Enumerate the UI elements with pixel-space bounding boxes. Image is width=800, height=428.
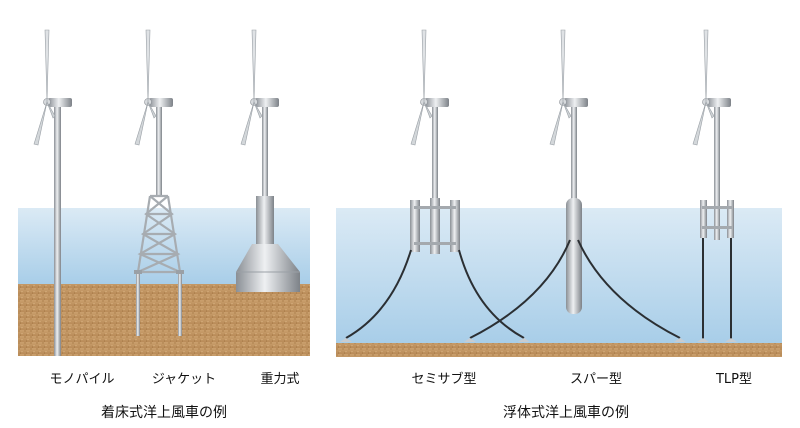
spar-column — [566, 198, 582, 314]
label-jacket: ジャケット — [151, 372, 217, 387]
spar-turbine — [464, 29, 686, 342]
floating-seabed — [336, 343, 782, 357]
tlp-turbine — [692, 29, 737, 342]
jacket-tower — [156, 102, 162, 196]
fixed-seabed — [18, 284, 310, 356]
gravity-base — [236, 244, 300, 292]
label-semisub: セミサブ型 — [411, 372, 477, 387]
tlp-tendons — [702, 238, 732, 340]
spar-tower — [571, 102, 577, 200]
monopile-tower — [54, 102, 61, 356]
jacket-pile-right — [178, 274, 182, 336]
gravity-turbine — [236, 29, 300, 292]
label-spar: スパー型 — [569, 372, 623, 387]
semisub-turbine — [340, 29, 530, 342]
label-monopile: モノパイル — [49, 372, 115, 387]
semisub-mooring — [345, 249, 525, 339]
label-gravity: 重力式 — [260, 372, 300, 387]
monopile-turbine — [33, 29, 73, 356]
jacket-pile-left — [136, 274, 140, 336]
semisub-tower — [432, 102, 438, 200]
caption-floating: 浮体式洋上風車の例 — [503, 405, 629, 421]
caption-fixed: 着床式洋上風車の例 — [101, 405, 227, 421]
tlp-tower — [714, 102, 720, 200]
label-tlp: TLP型 — [715, 372, 753, 387]
jacket-structure — [136, 194, 182, 274]
jacket-turbine — [134, 29, 184, 336]
gravity-column — [256, 196, 274, 244]
spar-mooring — [469, 239, 681, 339]
gravity-tower — [262, 102, 268, 196]
